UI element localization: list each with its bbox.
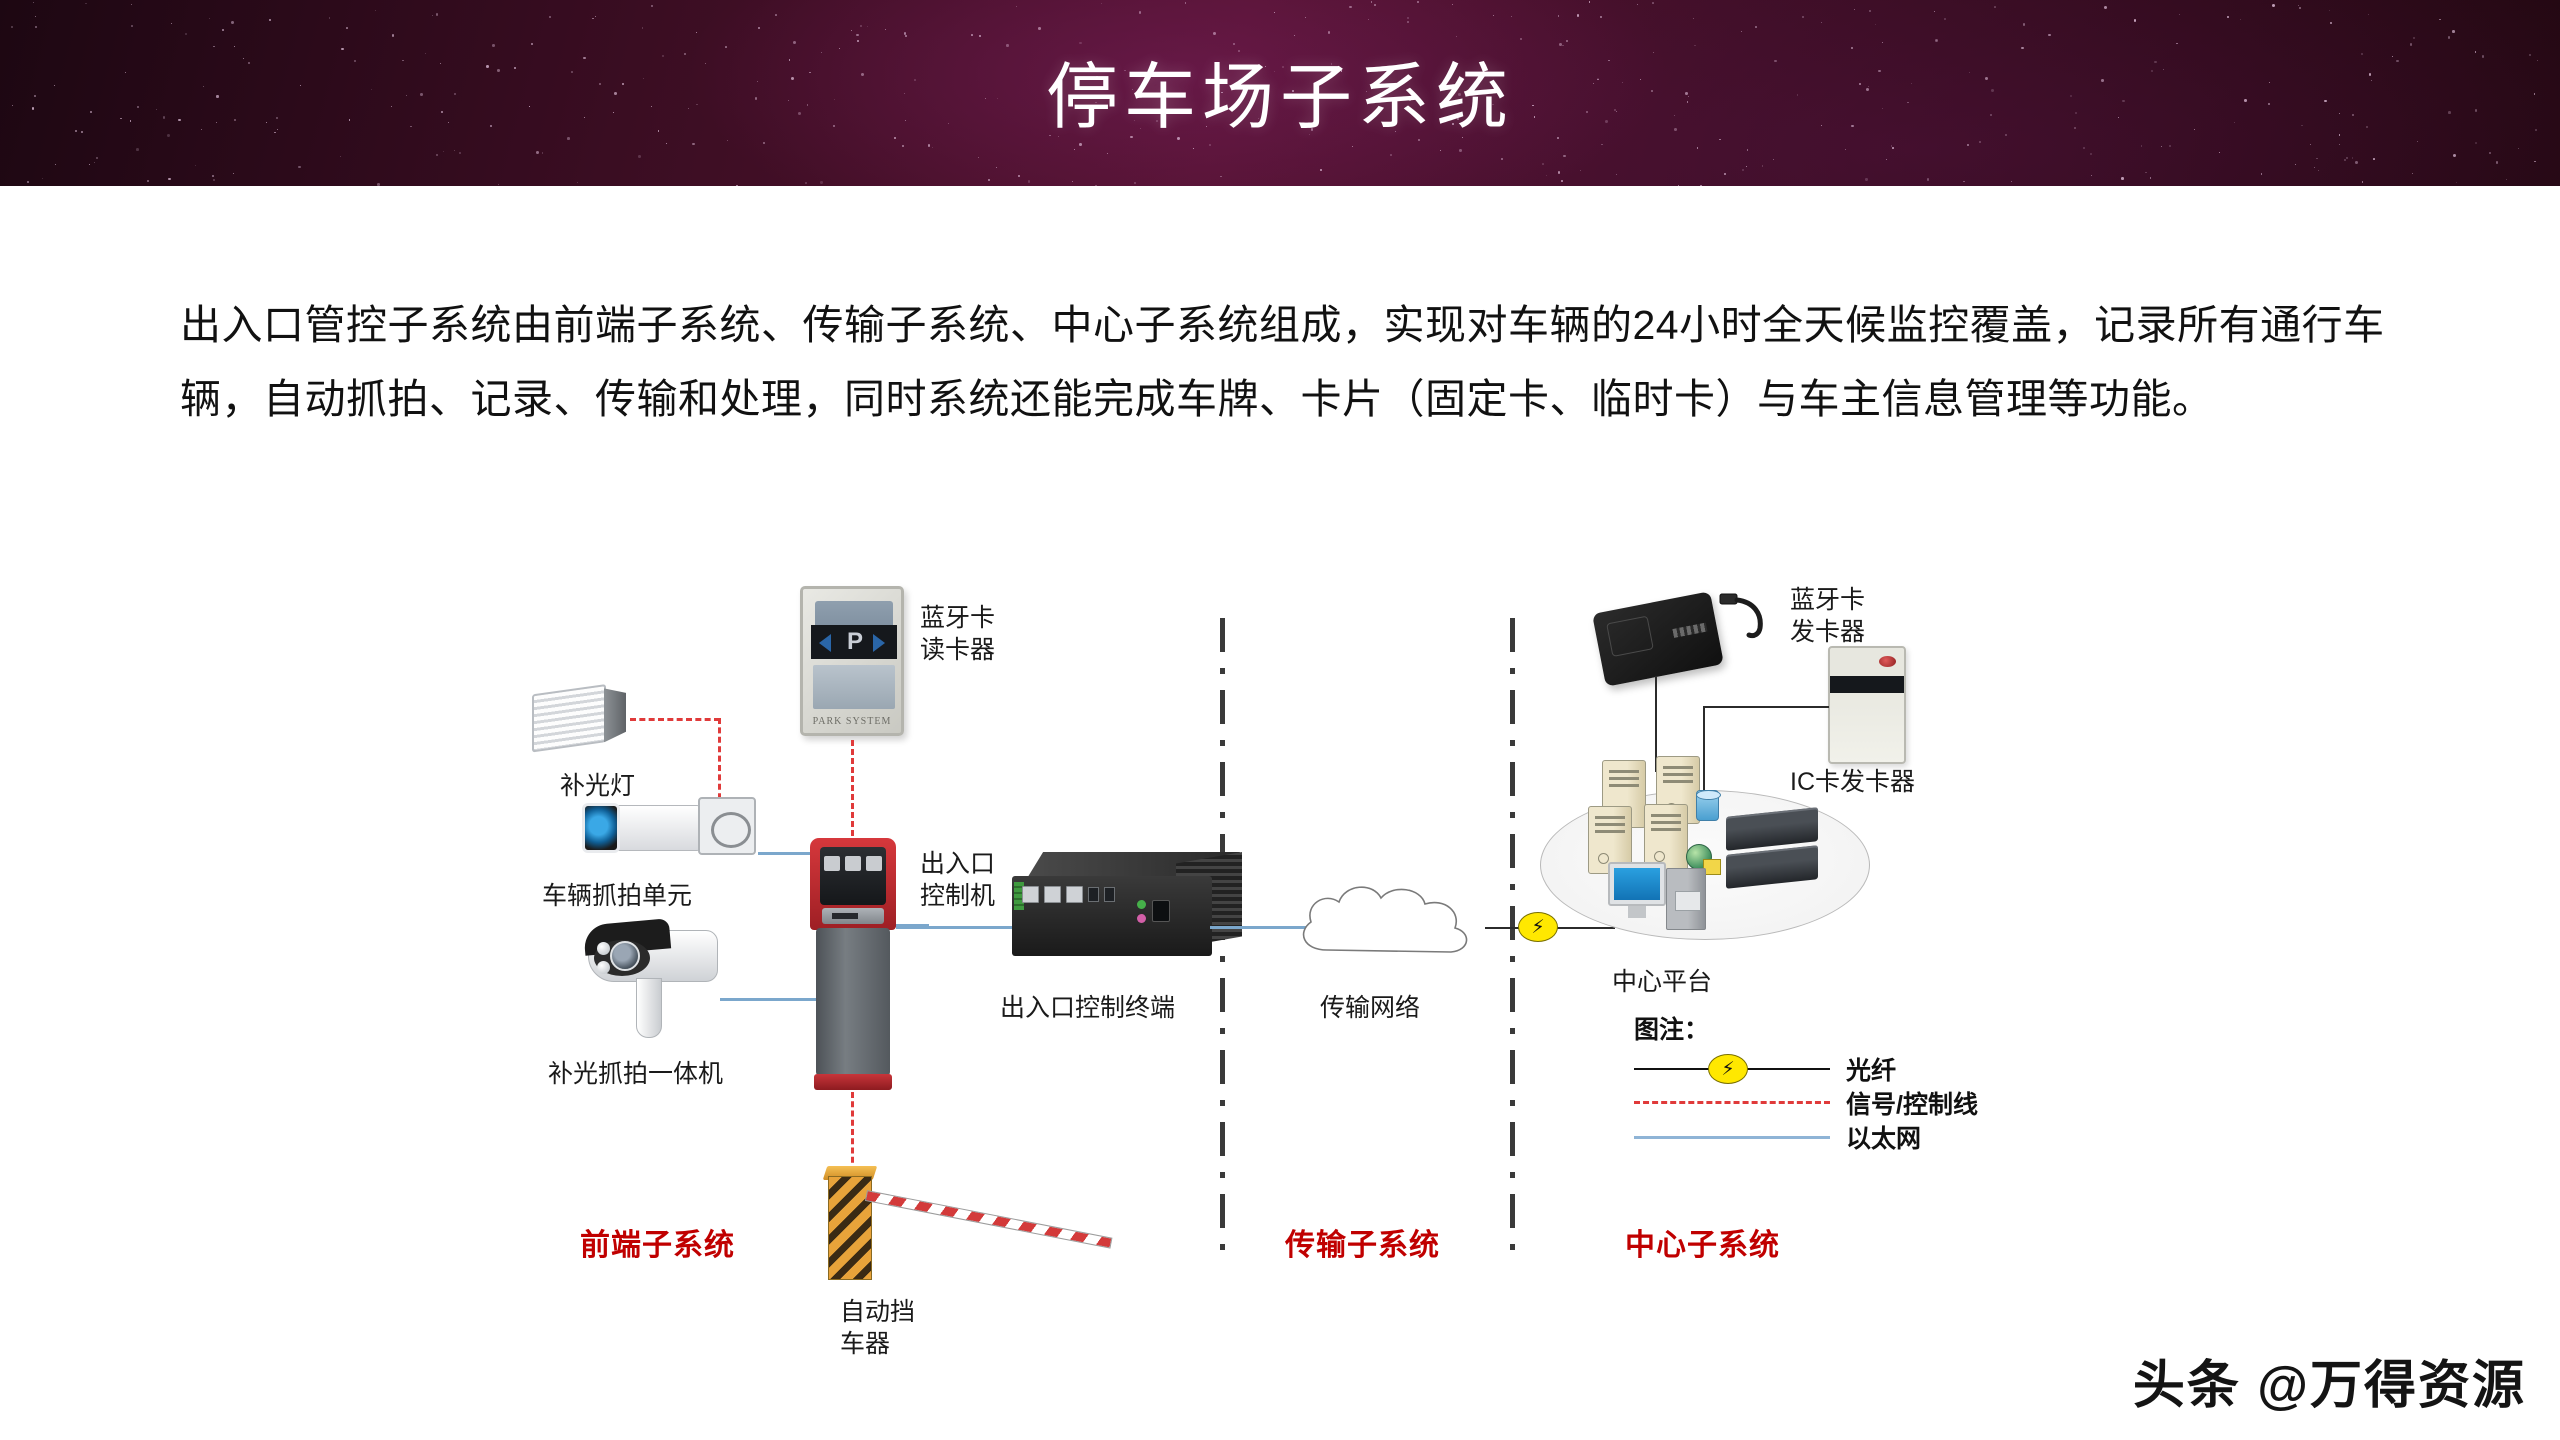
watermark: 头条 @万得资源	[2132, 1357, 2526, 1415]
link-icissuer-vertical	[1703, 706, 1705, 816]
fill-light-device-icon	[532, 682, 624, 757]
legend-row-ethernet: 以太网	[1634, 1120, 1978, 1154]
zone-label-front-end: 前端子系统	[580, 1229, 735, 1262]
signal-line-kiosk-to-gate	[851, 1092, 854, 1172]
legend-swatch-fiber: ⚡	[1634, 1054, 1830, 1084]
legend-label-ethernet: 以太网	[1846, 1125, 1922, 1153]
legend-swatch-signal	[1634, 1093, 1830, 1113]
fiber-optic-icon-main: ⚡	[1518, 912, 1558, 942]
legend: 图注： ⚡ 光纤 信号/控制线 以太网	[1634, 1010, 1978, 1154]
auto-barrier-label: 自动挡 车器	[840, 1298, 916, 1358]
zone-divider-transmission-right	[1510, 618, 1515, 1258]
fill-light-label: 补光灯	[560, 772, 636, 800]
center-platform-label: 中心平台	[1612, 968, 1713, 996]
starfield-decoration	[0, 0, 2560, 186]
header-band: 停车场子系统	[0, 0, 2560, 186]
ic-card-issuer-label: IC卡发卡器	[1790, 768, 1916, 796]
transmission-network-label: 传输网络	[1320, 994, 1421, 1022]
transmission-network-cloud-icon	[1285, 872, 1500, 982]
ethernet-line-terminal-to-cloud	[1210, 926, 1340, 929]
entrance-controller-kiosk-icon	[810, 838, 896, 1090]
vehicle-capture-unit-label: 车辆抓拍单元	[542, 882, 693, 910]
link-btissuer-to-platform	[1655, 676, 1657, 772]
legend-row-fiber: ⚡ 光纤	[1634, 1052, 1978, 1086]
usb-cable-icon	[1718, 588, 1798, 640]
signal-line-reader-to-kiosk	[851, 740, 854, 836]
vehicle-capture-camera-icon	[580, 795, 760, 865]
intro-paragraph: 出入口管控子系统由前端子系统、传输子系统、中心子系统组成，实现对车辆的24小时全…	[180, 302, 2385, 422]
database-icon	[1696, 790, 1721, 821]
center-platform-cluster-icon	[1540, 746, 1870, 951]
system-architecture-diagram: 补光灯 车辆抓拍单元 补光抓拍一体机 P PARK SYSTEM 蓝牙卡 读卡器	[0, 580, 2560, 1358]
ethernet-line-kiosk-to-terminal	[896, 926, 1030, 929]
auto-barrier-gate-icon	[822, 1166, 1128, 1296]
page-title: 停车场子系统	[1045, 58, 1514, 138]
bluetooth-card-reader-label: 蓝牙卡 读卡器	[920, 604, 996, 664]
legend-swatch-ethernet	[1634, 1127, 1830, 1147]
all-in-one-capture-camera-icon	[582, 918, 738, 1045]
signal-line-filllight-horizontal	[630, 718, 720, 721]
workstation-pc-icon	[1608, 862, 1708, 934]
bluetooth-reader-brand-text: PARK SYSTEM	[812, 716, 892, 727]
server-tower	[1644, 804, 1688, 872]
entrance-control-terminal-icon	[1012, 852, 1242, 964]
ic-card-issuer-icon	[1828, 646, 1906, 764]
network-globe-icon	[1686, 844, 1721, 875]
legend-label-fiber: 光纤	[1846, 1057, 1897, 1085]
bluetooth-card-issuer-icon	[1592, 591, 1724, 687]
zone-label-transmission: 传输子系统	[1285, 1229, 1440, 1262]
bluetooth-card-reader-icon: P PARK SYSTEM	[800, 586, 904, 736]
ethernet-line-bullet	[720, 998, 882, 1001]
link-icissuer-horizontal	[1703, 706, 1829, 708]
signal-line-filllight-vertical	[718, 718, 721, 818]
zone-label-center: 中心子系统	[1625, 1229, 1780, 1262]
legend-label-signal: 信号/控制线	[1846, 1091, 1978, 1119]
fiber-optic-icon-legend: ⚡	[1708, 1054, 1748, 1084]
legend-title: 图注：	[1634, 1016, 1710, 1044]
all-in-one-camera-label: 补光抓拍一体机	[548, 1060, 724, 1088]
entrance-controller-label: 出入口 控制机	[920, 850, 996, 910]
legend-row-signal: 信号/控制线	[1634, 1086, 1978, 1120]
ethernet-line-to-kiosk	[879, 924, 929, 927]
bluetooth-card-issuer-label: 蓝牙卡 发卡器	[1790, 586, 1866, 646]
entrance-control-terminal-label: 出入口控制终端	[1000, 994, 1176, 1022]
